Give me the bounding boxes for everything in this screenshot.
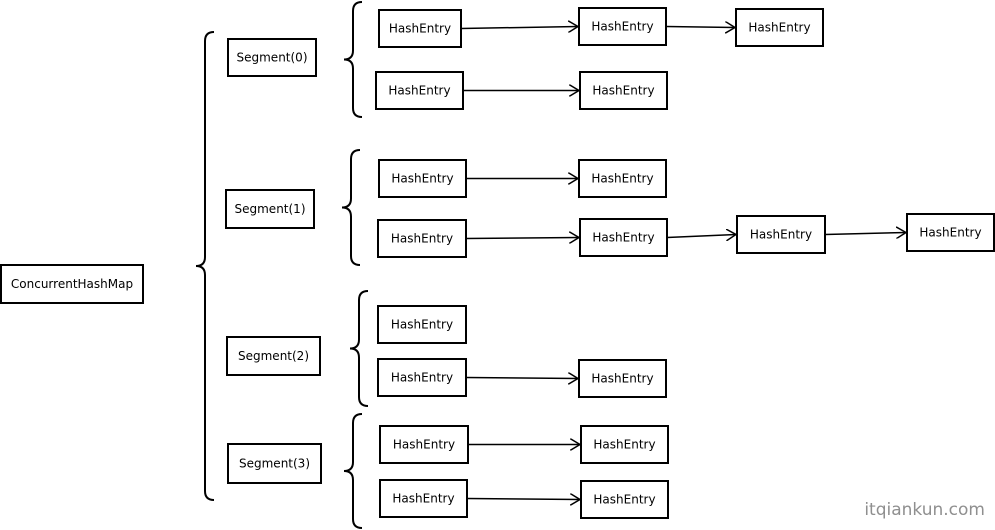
node-label: HashEntry xyxy=(919,226,981,240)
brace-map xyxy=(195,31,215,501)
edge-arrow-e3c-e3d xyxy=(466,499,580,500)
node-e2c: HashEntry xyxy=(578,359,667,398)
node-label: HashEntry xyxy=(593,493,655,507)
node-label: HashEntry xyxy=(391,172,453,186)
node-box xyxy=(580,425,669,464)
node-e0e: HashEntry xyxy=(579,71,668,110)
node-box xyxy=(578,7,667,46)
node-box xyxy=(379,479,468,518)
node-label: Segment(1) xyxy=(235,202,306,216)
node-label: Segment(2) xyxy=(238,349,309,363)
node-e0b: HashEntry xyxy=(578,7,667,46)
node-e1b: HashEntry xyxy=(578,159,667,198)
node-e0c: HashEntry xyxy=(735,8,824,47)
edge-arrow-e1d-e1e xyxy=(666,235,736,238)
node-box xyxy=(377,358,467,397)
node-e0d: HashEntry xyxy=(375,71,464,110)
edge-arrow-e0b-e0c xyxy=(665,27,735,28)
edge-arrow-e2b-e2c xyxy=(465,378,578,379)
watermark: itqiankun.com xyxy=(864,500,985,520)
node-box xyxy=(579,218,668,257)
node-box xyxy=(579,71,668,110)
node-label: Segment(0) xyxy=(237,51,308,65)
node-label: HashEntry xyxy=(592,84,654,98)
node-e3c: HashEntry xyxy=(379,479,468,518)
node-box xyxy=(377,219,467,258)
node-label: HashEntry xyxy=(391,318,453,332)
node-box xyxy=(578,159,667,198)
node-s2: Segment(2) xyxy=(226,336,321,376)
node-e3d: HashEntry xyxy=(580,480,669,519)
node-box xyxy=(578,359,667,398)
node-box xyxy=(226,336,321,376)
edge-arrow-e1e-e1f xyxy=(824,233,906,235)
node-e0a: HashEntry xyxy=(378,9,462,48)
node-map: ConcurrentHashMap xyxy=(0,264,144,304)
node-e1a: HashEntry xyxy=(378,159,467,198)
node-s3: Segment(3) xyxy=(227,443,322,484)
node-label: HashEntry xyxy=(391,371,453,385)
brace-s3 xyxy=(343,413,363,529)
node-label: HashEntry xyxy=(750,228,812,242)
node-box xyxy=(379,425,469,464)
node-label: HashEntry xyxy=(391,232,453,246)
edge-arrow-e1c-e1d xyxy=(465,238,579,239)
node-label: HashEntry xyxy=(591,172,653,186)
node-box xyxy=(227,38,317,77)
node-e1e: HashEntry xyxy=(736,215,826,254)
node-box xyxy=(580,480,669,519)
node-label: ConcurrentHashMap xyxy=(11,277,133,291)
brace-s2 xyxy=(349,290,369,407)
node-label: HashEntry xyxy=(592,231,654,245)
node-e2b: HashEntry xyxy=(377,358,467,397)
node-box xyxy=(906,213,995,252)
node-e3b: HashEntry xyxy=(580,425,669,464)
node-box xyxy=(375,71,464,110)
node-box xyxy=(378,159,467,198)
node-box xyxy=(225,189,315,229)
node-s1: Segment(1) xyxy=(225,189,315,229)
edge-arrow-e0a-e0b xyxy=(460,27,578,29)
node-e1c: HashEntry xyxy=(377,219,467,258)
node-label: HashEntry xyxy=(591,20,653,34)
node-e1d: HashEntry xyxy=(579,218,668,257)
node-e1f: HashEntry xyxy=(906,213,995,252)
node-label: HashEntry xyxy=(748,21,810,35)
node-label: HashEntry xyxy=(392,492,454,506)
node-s0: Segment(0) xyxy=(227,38,317,77)
node-box xyxy=(735,8,824,47)
node-label: HashEntry xyxy=(388,84,450,98)
node-label: HashEntry xyxy=(393,438,455,452)
node-box xyxy=(0,264,144,304)
node-label: HashEntry xyxy=(591,372,653,386)
node-label: HashEntry xyxy=(389,22,451,36)
node-box xyxy=(227,443,322,484)
node-box xyxy=(377,305,467,344)
brace-s0 xyxy=(343,1,363,118)
node-label: HashEntry xyxy=(593,438,655,452)
node-box xyxy=(378,9,462,48)
node-e2a: HashEntry xyxy=(377,305,467,344)
brace-s1 xyxy=(341,149,361,266)
node-label: Segment(3) xyxy=(239,457,310,471)
node-box xyxy=(736,215,826,254)
node-e3a: HashEntry xyxy=(379,425,469,464)
